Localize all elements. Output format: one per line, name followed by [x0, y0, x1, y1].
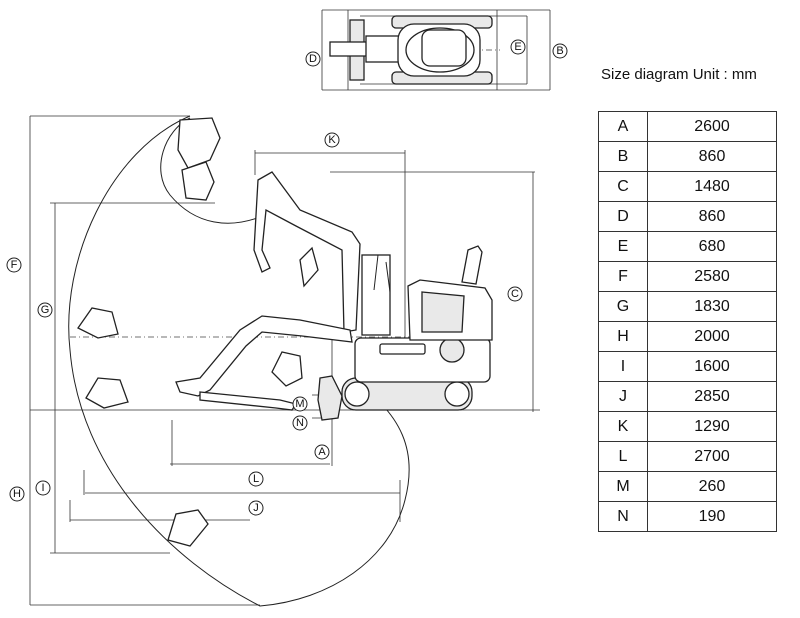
dimension-value: 860 — [647, 141, 777, 172]
dimension-key: E — [598, 231, 648, 262]
dimension-key: B — [598, 141, 648, 172]
callout-F: F — [6, 257, 22, 273]
dimension-value: 2580 — [647, 261, 777, 292]
dimension-key: K — [598, 411, 648, 442]
callout-A: A — [314, 444, 330, 460]
callout-D: D — [305, 51, 321, 67]
working-range-envelope — [68, 115, 410, 607]
dimension-value: 190 — [647, 501, 777, 532]
callout-N: N — [292, 415, 308, 431]
dimension-value: 860 — [647, 201, 777, 232]
dimension-value: 1480 — [647, 171, 777, 202]
callout-I: I — [35, 480, 51, 496]
top-view — [321, 9, 551, 91]
callout-H: H — [9, 486, 25, 502]
callout-K: K — [324, 132, 340, 148]
dimension-value: 2600 — [647, 111, 777, 142]
callout-M: M — [292, 396, 308, 412]
svg-text:B: B — [556, 45, 563, 57]
callout-E: E — [510, 39, 526, 55]
callout-J: J — [248, 500, 264, 516]
svg-text:F: F — [11, 259, 18, 271]
svg-text:C: C — [511, 288, 519, 300]
dimension-value: 2700 — [647, 441, 777, 472]
dimension-key: L — [598, 441, 648, 472]
dimension-value: 2850 — [647, 381, 777, 412]
dimension-key: G — [598, 291, 648, 322]
callout-C: C — [507, 286, 523, 302]
dimension-key: M — [598, 471, 648, 502]
svg-text:G: G — [41, 304, 50, 316]
svg-text:L: L — [253, 473, 259, 485]
svg-text:I: I — [41, 482, 44, 494]
dimension-value: 2000 — [647, 321, 777, 352]
svg-text:D: D — [309, 53, 317, 65]
dimension-value: 1830 — [647, 291, 777, 322]
dimension-key: J — [598, 381, 648, 412]
svg-text:J: J — [253, 502, 259, 514]
excavator-side-view — [175, 171, 493, 421]
dimension-key: D — [598, 201, 648, 232]
svg-text:M: M — [295, 398, 304, 410]
dimension-key: H — [598, 321, 648, 352]
svg-text:A: A — [318, 446, 326, 458]
svg-text:H: H — [13, 488, 21, 500]
svg-text:E: E — [514, 41, 521, 53]
callout-G: G — [37, 302, 53, 318]
callout-L: L — [248, 471, 264, 487]
svg-text:K: K — [328, 134, 336, 146]
svg-text:N: N — [296, 417, 304, 429]
dimension-key: F — [598, 261, 648, 292]
dimension-key: A — [598, 111, 648, 142]
size-table-title: Size diagram Unit : mm — [601, 66, 757, 83]
dimension-value: 680 — [647, 231, 777, 262]
dimension-key: N — [598, 501, 648, 532]
callout-B: B — [552, 43, 568, 59]
dimension-key: C — [598, 171, 648, 202]
dimension-value: 260 — [647, 471, 777, 502]
dimension-key: I — [598, 351, 648, 382]
dimension-value: 1290 — [647, 411, 777, 442]
bucket-positions — [77, 117, 319, 547]
dimension-value: 1600 — [647, 351, 777, 382]
